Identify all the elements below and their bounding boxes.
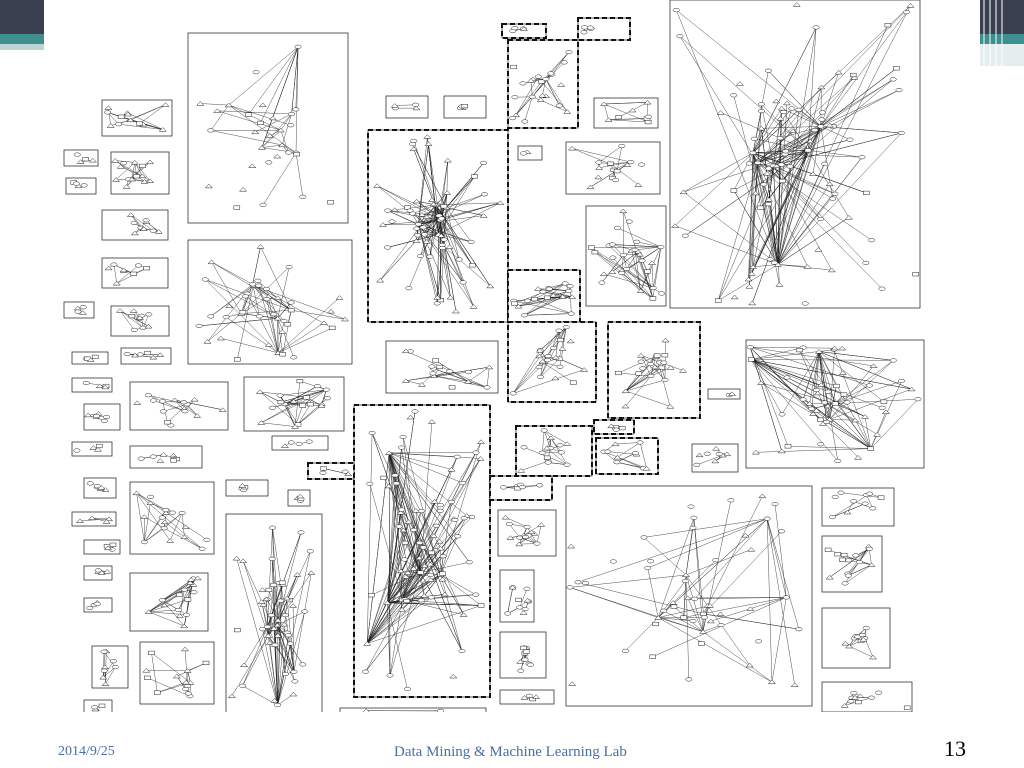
network-panel: [187, 239, 353, 365]
network-panel: [120, 347, 172, 365]
network-panel: [83, 699, 113, 712]
network-panel: [565, 141, 661, 195]
network-panel: [110, 305, 170, 337]
network-panel: [83, 565, 113, 581]
network-panel: [499, 689, 555, 705]
page-number: 13: [944, 736, 966, 761]
network-panel: [821, 681, 913, 712]
network-panel: [507, 39, 579, 129]
network-panel: [63, 301, 95, 319]
network-panel: [187, 32, 349, 224]
network-panel: [225, 479, 269, 497]
network-panel: [353, 404, 491, 698]
network-panel: [707, 388, 741, 400]
network-panel: [821, 487, 895, 527]
corner-decoration-left: [0, 0, 44, 50]
network-panel: [71, 441, 113, 457]
network-panel: [139, 641, 215, 705]
network-panel: [593, 97, 659, 129]
network-panel: [101, 99, 173, 137]
network-panel: [83, 403, 121, 431]
network-panel: [101, 209, 169, 241]
network-panel: [83, 597, 113, 613]
network-panel: [91, 645, 129, 689]
network-panel: [499, 569, 535, 623]
network-panel: [287, 489, 311, 507]
network-panel: [307, 462, 355, 480]
network-panel: [63, 149, 99, 167]
network-panel: [385, 340, 499, 394]
network-panel: [497, 509, 557, 557]
network-panel: [821, 535, 883, 593]
network-panel: [101, 257, 169, 289]
network-panel: [669, 0, 921, 309]
network-panel: [499, 631, 547, 679]
network-panel: [83, 539, 121, 555]
network-panel: [129, 381, 229, 431]
network-panel: [129, 445, 203, 469]
network-panel: [691, 443, 739, 473]
network-panel: [271, 435, 329, 451]
network-panel: [443, 95, 487, 119]
network-panel: [71, 511, 117, 527]
network-panel: [489, 475, 553, 501]
network-panel: [607, 321, 701, 419]
network-panel: [515, 425, 593, 477]
network-panel: [593, 419, 635, 435]
network-panel: [83, 477, 117, 499]
network-panel: [367, 129, 509, 323]
network-panel: [71, 377, 113, 393]
network-panel: [507, 321, 597, 403]
network-panel: [339, 707, 487, 712]
network-panel: [385, 95, 429, 119]
footer-title: Data Mining & Machine Learning Lab: [394, 744, 627, 760]
network-panel: [501, 23, 547, 39]
network-panel: [595, 437, 659, 475]
network-panel: [507, 269, 581, 323]
network-panel: [745, 339, 925, 469]
network-panel: [243, 376, 345, 432]
network-panel: [129, 481, 215, 555]
network-panel: [585, 205, 667, 307]
network-panel: [821, 607, 891, 669]
network-panel: [110, 151, 170, 195]
network-panel: [65, 177, 97, 195]
network-panel: [577, 17, 631, 41]
network-panel: [129, 572, 209, 632]
network-panel: [225, 513, 323, 712]
network-panel: [71, 351, 109, 365]
network-components-figure: [63, 0, 925, 712]
network-panel: [517, 145, 543, 161]
corner-decoration-right: [980, 0, 1024, 66]
footer-date: 2014/9/25: [58, 744, 115, 759]
network-panel: [565, 485, 813, 707]
